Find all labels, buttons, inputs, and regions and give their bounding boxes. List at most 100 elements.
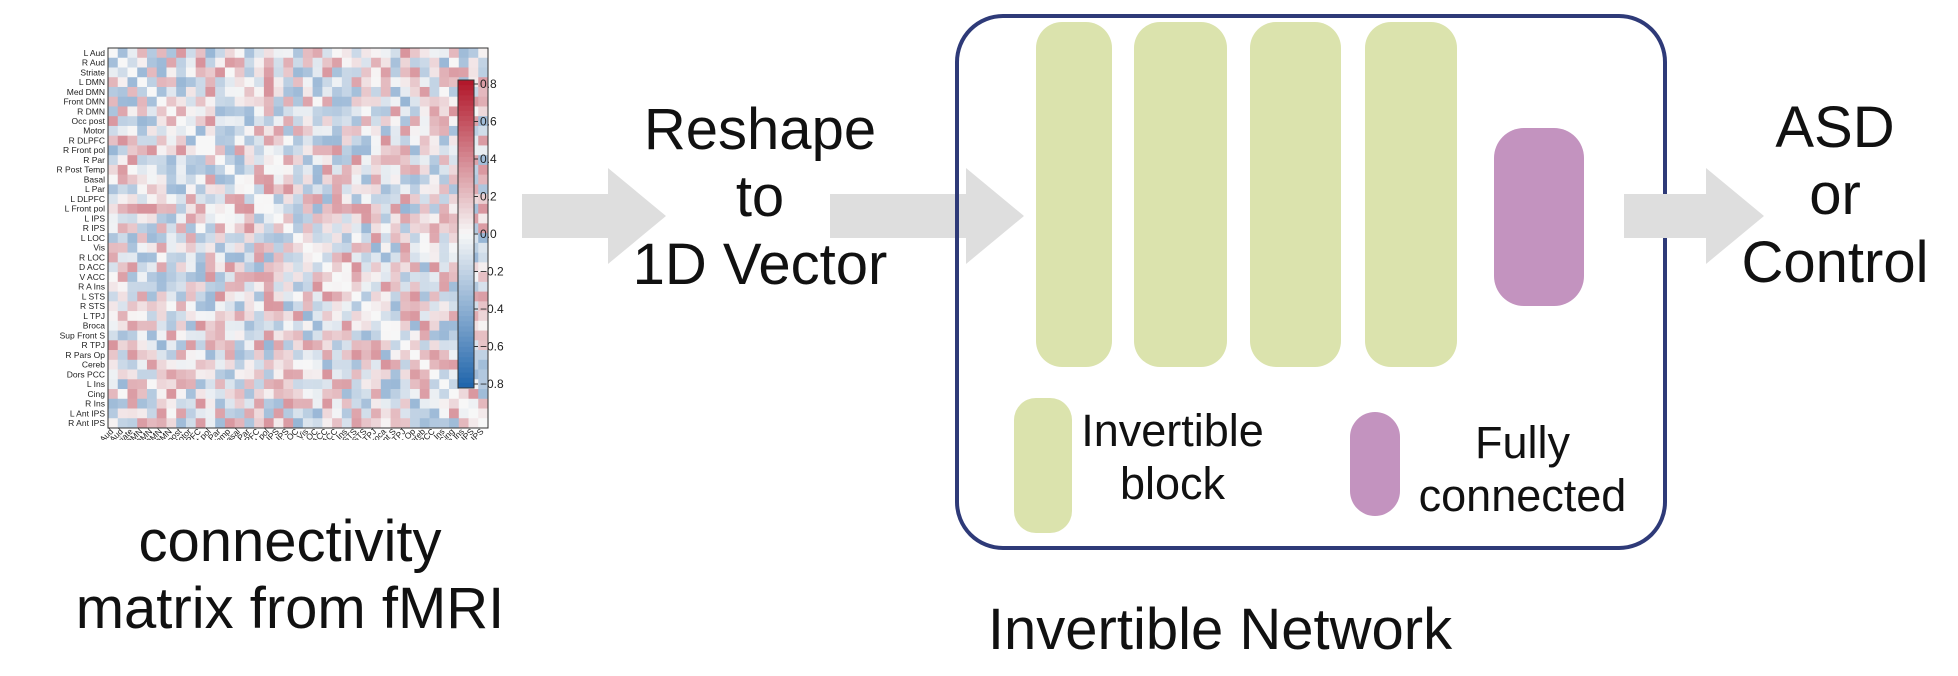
colorbar-segment	[458, 157, 474, 163]
colorbar-segment	[458, 172, 474, 179]
matrix-cell	[108, 242, 119, 253]
colorbar-segment	[458, 259, 474, 266]
matrix-cell	[156, 57, 167, 68]
matrix-cell	[146, 223, 158, 234]
matrix-row-label: L Ant IPS	[70, 408, 105, 418]
matrix-cell	[224, 398, 235, 409]
matrix-cell	[478, 262, 489, 273]
matrix-cell	[234, 320, 245, 331]
matrix-cell	[361, 116, 372, 127]
matrix-cell	[410, 67, 421, 78]
matrix-cell	[263, 67, 274, 78]
matrix-cell	[166, 350, 177, 361]
matrix-cell	[410, 252, 421, 263]
matrix-cell	[234, 174, 245, 185]
matrix-cell	[176, 311, 187, 322]
matrix-cell	[371, 106, 382, 117]
matrix-cell	[341, 301, 352, 312]
matrix-cell	[283, 125, 294, 136]
matrix-cell	[302, 301, 313, 312]
matrix-cell	[458, 408, 469, 419]
matrix-cell	[244, 106, 255, 117]
matrix-cell	[380, 379, 391, 390]
reshape-label: Reshape to 1D Vector	[600, 96, 920, 298]
matrix-cell	[263, 389, 274, 400]
matrix-cell	[263, 398, 274, 409]
matrix-cell	[449, 262, 460, 273]
matrix-cell	[400, 77, 411, 88]
matrix-cell	[176, 301, 187, 312]
matrix-cell	[166, 272, 177, 283]
matrix-cell	[166, 145, 177, 156]
matrix-cell	[478, 125, 489, 136]
matrix-cell	[449, 135, 460, 146]
matrix-cell	[195, 106, 206, 117]
matrix-cell	[400, 106, 411, 117]
matrix-cell	[224, 272, 235, 283]
matrix-cell	[215, 194, 226, 205]
output-label: ASD or Control	[1715, 94, 1955, 296]
matrix-cell	[439, 213, 450, 224]
matrix-cell	[117, 262, 128, 273]
matrix-cell	[205, 379, 216, 390]
matrix-cell	[361, 262, 372, 273]
colorbar-tick-label: −0.2	[480, 265, 504, 279]
matrix-cell	[400, 194, 411, 205]
matrix-cell	[478, 155, 489, 166]
matrix-cell	[380, 155, 391, 166]
matrix-cell	[176, 57, 187, 68]
matrix-cell	[332, 359, 343, 370]
matrix-cell	[146, 174, 158, 185]
matrix-cell	[449, 379, 460, 390]
matrix-cell	[293, 125, 304, 136]
matrix-cell	[429, 48, 440, 59]
matrix-cell	[312, 398, 323, 409]
matrix-cell	[332, 418, 343, 429]
matrix-cell	[322, 301, 333, 312]
matrix-cell	[127, 67, 138, 78]
matrix-cell	[263, 359, 274, 370]
matrix-cell	[146, 242, 158, 253]
matrix-cell	[322, 96, 333, 107]
matrix-cell	[371, 369, 382, 380]
reshape-line1: Reshape	[643, 97, 877, 162]
matrix-cell	[400, 135, 411, 146]
matrix-cell	[127, 77, 138, 88]
matrix-cell	[293, 174, 304, 185]
matrix-cell	[341, 155, 352, 166]
matrix-cell	[127, 398, 138, 409]
matrix-cell	[322, 164, 333, 175]
matrix-cell	[254, 135, 265, 146]
matrix-cell	[332, 67, 343, 78]
matrix-cell	[380, 398, 391, 409]
matrix-cell	[176, 164, 187, 175]
matrix-row-label: Striate	[80, 67, 105, 77]
matrix-cell	[185, 340, 196, 351]
matrix-cell	[215, 86, 226, 98]
matrix-cell	[361, 389, 372, 400]
matrix-cell	[351, 164, 362, 175]
matrix-cell	[185, 116, 196, 127]
matrix-cell	[127, 359, 138, 370]
matrix-cell	[117, 291, 128, 302]
matrix-cell	[449, 96, 460, 107]
matrix-cell	[137, 174, 148, 185]
matrix-cell	[371, 262, 382, 273]
colorbar-tick-label: 0.8	[480, 77, 497, 91]
matrix-cell	[108, 203, 119, 214]
matrix-cell	[156, 203, 167, 214]
matrix-cell	[371, 67, 382, 78]
matrix-cell	[205, 174, 216, 185]
matrix-cell	[127, 194, 138, 205]
matrix-cell	[312, 106, 323, 117]
matrix-row-label: R LOC	[79, 252, 105, 262]
colorbar-tick-label: −0.8	[480, 377, 504, 391]
matrix-cell	[380, 418, 391, 429]
matrix-cell	[302, 252, 313, 263]
matrix-cell	[108, 281, 119, 292]
matrix-cell	[478, 281, 489, 292]
matrix-cell	[254, 145, 265, 156]
matrix-cell	[215, 320, 226, 331]
matrix-cell	[458, 48, 469, 59]
matrix-cell	[137, 184, 148, 195]
